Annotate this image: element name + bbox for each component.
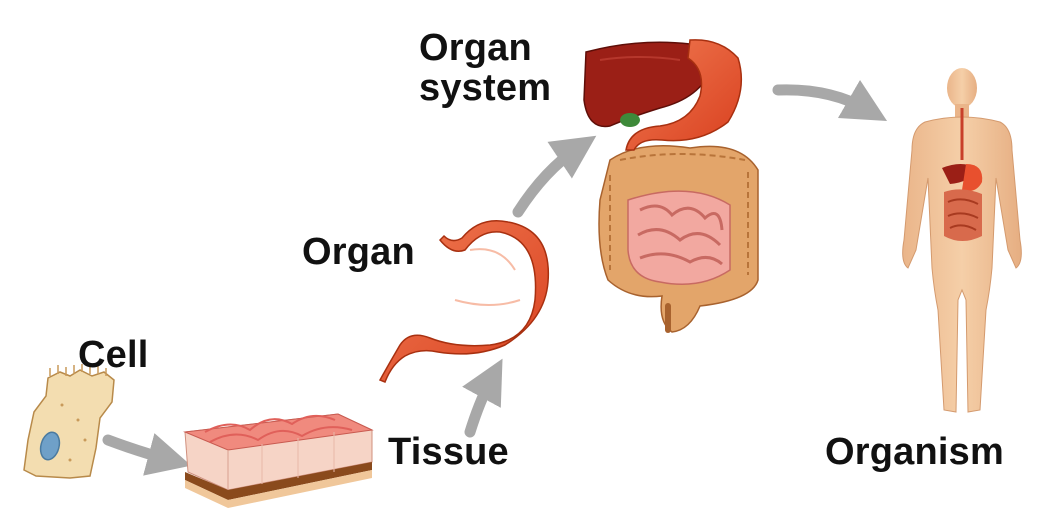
digestive-system-icon (583, 39, 759, 333)
arrow-organ-to-organ-system (512, 135, 597, 218)
epithelial-cell-icon (23, 364, 115, 479)
label-organ-system-line1: Organ (419, 27, 532, 69)
label-organ-system-line2: system (419, 67, 552, 109)
label-organism: Organism (825, 431, 1004, 473)
stomach-icon (378, 220, 550, 383)
human-body-icon (902, 68, 1022, 413)
arrow-cell-to-tissue (102, 433, 192, 476)
tissue-block-icon (183, 413, 374, 508)
label-organ-system: Organ system (419, 28, 551, 108)
label-cell: Cell (78, 334, 149, 376)
arrow-organ-system-to-organism (772, 79, 888, 122)
label-organ: Organ (302, 231, 415, 273)
arrow-tissue-to-organ (462, 358, 503, 438)
label-tissue: Tissue (388, 431, 509, 473)
